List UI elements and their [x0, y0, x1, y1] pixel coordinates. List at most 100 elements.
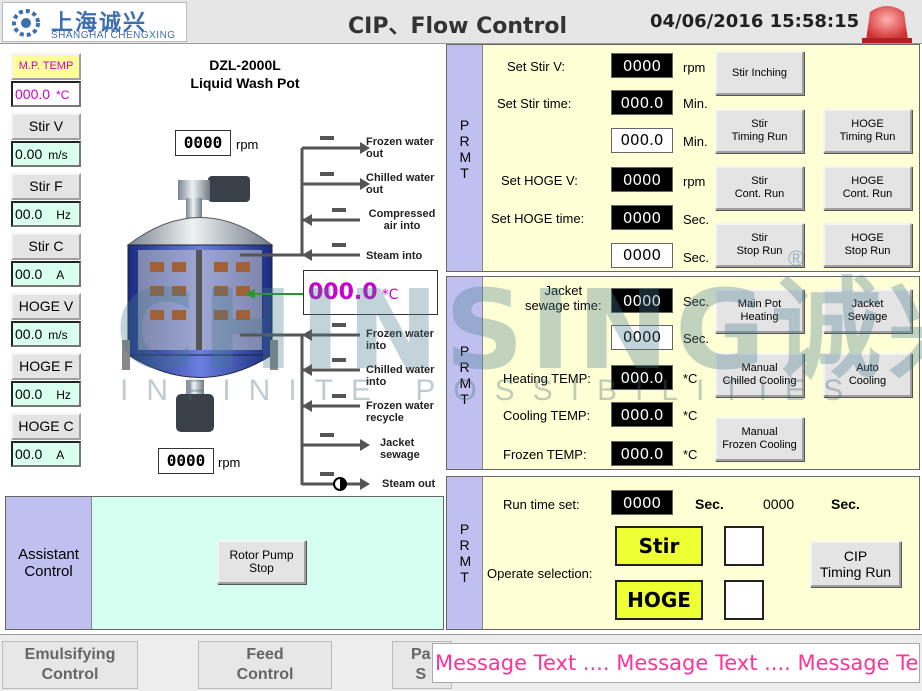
hoge-c-number: 00.0	[15, 446, 43, 462]
gear-logo-icon	[12, 9, 40, 37]
nav-emulsifying-control[interactable]: Emulsifying Control	[2, 641, 138, 689]
stir-f-number: 00.0	[15, 206, 43, 222]
stir-stop-run-button[interactable]: Stir Stop Run	[715, 223, 804, 267]
set-stir-time-unit: Min.	[683, 96, 708, 111]
tank-temperature-display: 000.0*C	[303, 270, 438, 315]
mp-temp-label: M.P. TEMP	[11, 53, 81, 80]
alarm-beacon-icon[interactable]	[856, 2, 918, 44]
pipe-label-chilled-water-into: Chilled water into	[366, 364, 435, 388]
run-time-set-unit: Sec.	[695, 496, 724, 512]
set-hoge-v-label: Set HOGE V:	[501, 173, 578, 188]
set-hoge-v-input[interactable]: 0000	[611, 167, 673, 192]
header-bar: 上海诚兴 SHANGHAI CHENGXING CIP、Flow Control…	[0, 0, 922, 44]
stir-c-number: 00.0	[15, 266, 43, 282]
stir-f-value: 00.0 Hz	[11, 201, 81, 227]
stir-timing-run-button[interactable]: Stir Timing Run	[715, 109, 804, 153]
set-stir-v-input[interactable]: 0000	[611, 53, 673, 78]
hoge-time-remaining-display: 0000	[611, 243, 673, 268]
stir-v-unit: m/s	[48, 148, 68, 162]
heating-cooling-parameter-panel: PRMT Jacket sewage time: 0000 Sec. 0000 …	[446, 276, 920, 470]
jacket-sewage-button[interactable]: Jacket Sewage	[823, 289, 912, 333]
set-hoge-time-label: Set HOGE time:	[491, 211, 585, 226]
stir-c-value: 00.0 A	[11, 261, 81, 287]
page-title: CIP、Flow Control	[348, 14, 568, 39]
mp-temp-unit: *C	[56, 88, 70, 102]
stir-c-label: Stir C	[11, 233, 81, 260]
hoge-select-indicator[interactable]	[724, 580, 764, 620]
set-stir-time-label: Set Stir time:	[497, 96, 572, 111]
hoge-c-value: 00.0 A	[11, 441, 81, 467]
tank-temp-unit: *C	[381, 287, 399, 303]
temp-arrow-icon	[245, 289, 305, 299]
hoge-time-remaining-unit: Sec.	[683, 250, 710, 265]
cooling-temp-input[interactable]: 000.0	[611, 402, 673, 427]
pipe-label-frozen-water-recycle: Frozen water recycle	[366, 400, 434, 424]
tank-name: Liquid Wash Pot	[190, 75, 300, 91]
tank-temp-number: 000.0	[308, 280, 378, 305]
cooling-temp-label: Cooling TEMP:	[503, 408, 591, 423]
nav-feed-control[interactable]: Feed Control	[198, 641, 332, 689]
prmt-side-label: PRMT	[447, 45, 483, 271]
hoge-select-button[interactable]: HOGE	[615, 580, 703, 620]
jacket-sewage-time-label: Jacket sewage time:	[525, 283, 602, 313]
pipe-label-frozen-water-out: Frozen water out	[366, 136, 434, 160]
prmt-text: PRMT	[459, 521, 472, 585]
stir-cont-run-button[interactable]: Stir Cont. Run	[715, 166, 804, 210]
hoge-v-unit: m/s	[48, 328, 68, 342]
stir-inching-button[interactable]: Stir Inching	[715, 51, 804, 95]
stir-f-unit: Hz	[56, 208, 71, 222]
jacket-sewage-time-input[interactable]: 0000	[611, 288, 673, 313]
tank-model-number: DZL-2000L	[209, 57, 281, 73]
stir-time-remaining-unit: Min.	[683, 134, 708, 149]
stir-f-label: Stir F	[11, 173, 81, 200]
heating-temp-unit: *C	[683, 371, 698, 386]
assistant-control-body: Rotor Pump Stop	[92, 497, 443, 629]
message-ticker: Message Text .... Message Text .... Mess…	[432, 643, 920, 683]
manual-chilled-cooling-button[interactable]: Manual Chilled Cooling	[715, 353, 804, 397]
hoge-f-number: 00.0	[15, 386, 43, 402]
prmt-text: PRMT	[459, 117, 472, 181]
heating-temp-input[interactable]: 000.0	[611, 365, 673, 390]
assistant-control-label: Assistant Control	[6, 497, 92, 629]
jacket-time-remaining-display: 0000	[611, 325, 673, 350]
mp-temp-value: 000.0*C	[11, 81, 81, 107]
prmt-side-label: PRMT	[447, 277, 483, 469]
pipe-label-frozen-water-into: Frozen water into	[366, 328, 434, 352]
hoge-c-unit: A	[56, 448, 65, 462]
hoge-cont-run-button[interactable]: HOGE Cont. Run	[823, 166, 912, 210]
manual-frozen-cooling-button[interactable]: Manual Frozen Cooling	[715, 417, 804, 461]
registered-mark-icon: ®	[788, 246, 805, 271]
auto-cooling-button[interactable]: Auto Cooling	[823, 353, 912, 397]
pipe-label-steam-out: Steam out	[382, 478, 436, 490]
stir-select-button[interactable]: Stir	[615, 526, 703, 566]
rotor-pump-stop-button[interactable]: Rotor Pump Stop	[217, 540, 306, 584]
stir-select-indicator[interactable]	[724, 526, 764, 566]
set-hoge-time-input[interactable]: 0000	[611, 205, 673, 230]
jacket-time-remaining-unit: Sec.	[683, 331, 710, 346]
hoge-f-unit: Hz	[56, 388, 71, 402]
run-time-set-input[interactable]: 0000	[611, 490, 673, 515]
logo-chinese-text: 上海诚兴	[51, 11, 148, 36]
top-rpm-display: 0000	[175, 130, 231, 156]
top-rpm-unit: rpm	[236, 137, 259, 152]
stir-hoge-parameter-panel: PRMT Set Stir V: 0000 rpm Set Stir time:…	[446, 44, 920, 272]
hoge-timing-run-button[interactable]: HOGE Timing Run	[823, 109, 912, 153]
frozen-temp-unit: *C	[683, 447, 698, 462]
cip-timing-run-button[interactable]: CIP Timing Run	[810, 541, 901, 587]
hoge-stop-run-button[interactable]: HOGE Stop Run	[823, 223, 912, 267]
bottom-rpm-display: 0000	[158, 448, 214, 474]
set-hoge-time-unit: Sec.	[683, 212, 710, 227]
hoge-v-value: 00.0 m/s	[11, 321, 81, 347]
hoge-v-number: 00.0	[15, 326, 43, 342]
frozen-temp-input[interactable]: 000.0	[611, 441, 673, 466]
main-pot-heating-button[interactable]: Main Pot Heating	[715, 289, 804, 333]
heating-temp-label: Heating TEMP:	[503, 371, 591, 386]
run-time-set-label: Run time set:	[503, 497, 580, 512]
stir-c-unit: A	[56, 268, 65, 282]
pipe-label-chilled-water-out: Chilled water out	[366, 172, 435, 196]
frozen-temp-label: Frozen TEMP:	[503, 447, 587, 462]
set-hoge-v-unit: rpm	[683, 174, 706, 189]
set-stir-time-input[interactable]: 000.0	[611, 90, 673, 115]
operate-selection-label: Operate selection:	[487, 566, 593, 581]
